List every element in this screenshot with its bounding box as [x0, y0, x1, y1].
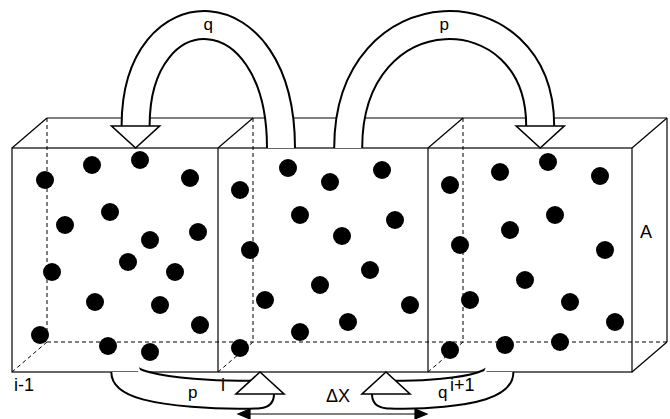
flow-arrow	[348, 25, 564, 148]
particle	[516, 271, 534, 289]
area-label: A	[640, 222, 652, 242]
dimension-arrow	[238, 409, 427, 419]
rate-label: q	[203, 16, 214, 34]
particle	[83, 156, 101, 174]
cell-divider	[427, 148, 428, 372]
particle	[333, 227, 351, 245]
top-edge	[12, 118, 47, 148]
particle	[373, 161, 391, 179]
hidden-edges	[12, 118, 667, 372]
cell-divider	[217, 148, 218, 372]
dimension-line	[242, 413, 423, 414]
particle	[501, 221, 519, 239]
flow-arrow	[362, 372, 499, 395]
particle	[119, 253, 137, 271]
particle	[141, 231, 159, 249]
particle	[441, 176, 459, 194]
hidden-edge	[12, 342, 47, 372]
particle	[451, 236, 469, 254]
particle	[231, 181, 249, 199]
particle	[166, 263, 184, 281]
particles	[31, 151, 624, 361]
side-edge	[666, 118, 667, 342]
flow-arrow	[125, 372, 284, 395]
particle	[141, 343, 159, 361]
top-edge	[428, 118, 463, 148]
particle	[491, 163, 509, 181]
hidden-edge	[253, 118, 254, 342]
cell-index: i	[221, 375, 225, 395]
rate-label: p	[438, 16, 449, 34]
cell-outlines	[12, 118, 667, 372]
particle	[131, 151, 149, 169]
particle	[386, 211, 404, 229]
hidden-edge	[47, 342, 667, 343]
particle	[181, 169, 199, 187]
rate-label: q	[437, 384, 448, 402]
cell-index: i-1	[14, 375, 34, 395]
particle	[101, 203, 119, 221]
particle	[461, 291, 479, 309]
particle	[551, 333, 569, 351]
particle	[496, 336, 514, 354]
arrow-head	[516, 126, 564, 148]
particle	[99, 337, 117, 355]
flow-arrow	[112, 25, 281, 148]
particle	[31, 326, 49, 344]
particle	[361, 261, 379, 279]
particle	[596, 241, 614, 259]
dimension-label: ΔX	[326, 386, 350, 406]
arrow-head	[236, 372, 284, 394]
particle	[86, 293, 104, 311]
hidden-edge	[47, 118, 48, 342]
particle	[56, 216, 74, 234]
particle	[189, 223, 207, 241]
particle	[539, 153, 557, 171]
arrow-head	[362, 372, 410, 394]
particle	[441, 341, 459, 359]
particle	[151, 296, 169, 314]
arrow-head	[112, 126, 160, 148]
cell-box: i-1	[12, 148, 218, 372]
hidden-edge	[428, 342, 463, 372]
particle	[561, 293, 579, 311]
cell-index: i+1	[450, 375, 475, 395]
particle	[279, 159, 297, 177]
particle	[231, 339, 249, 357]
arrow-body	[136, 25, 281, 148]
particle	[191, 316, 209, 334]
particle	[291, 323, 309, 341]
particle	[256, 291, 274, 309]
particle	[321, 173, 339, 191]
hidden-edge	[463, 118, 464, 342]
particle	[43, 263, 61, 281]
particle	[291, 206, 309, 224]
top-edge	[218, 118, 253, 148]
arrow-outline	[136, 25, 281, 148]
dimension-head	[415, 409, 427, 419]
side-edge	[632, 342, 667, 372]
cell-box: i+1	[428, 148, 632, 372]
rate-label: p	[187, 384, 198, 402]
front-face	[12, 148, 632, 372]
arrow-body	[348, 25, 540, 148]
cell-box: i	[218, 148, 428, 372]
particle	[401, 296, 419, 314]
top-edge	[632, 118, 667, 148]
particle	[546, 206, 564, 224]
particle	[339, 313, 357, 331]
particle	[606, 313, 624, 331]
particle	[591, 167, 609, 185]
dimension-head	[238, 409, 250, 419]
particle	[36, 171, 54, 189]
arrow-outline	[348, 25, 540, 148]
particle	[311, 276, 329, 294]
particle	[241, 241, 259, 259]
